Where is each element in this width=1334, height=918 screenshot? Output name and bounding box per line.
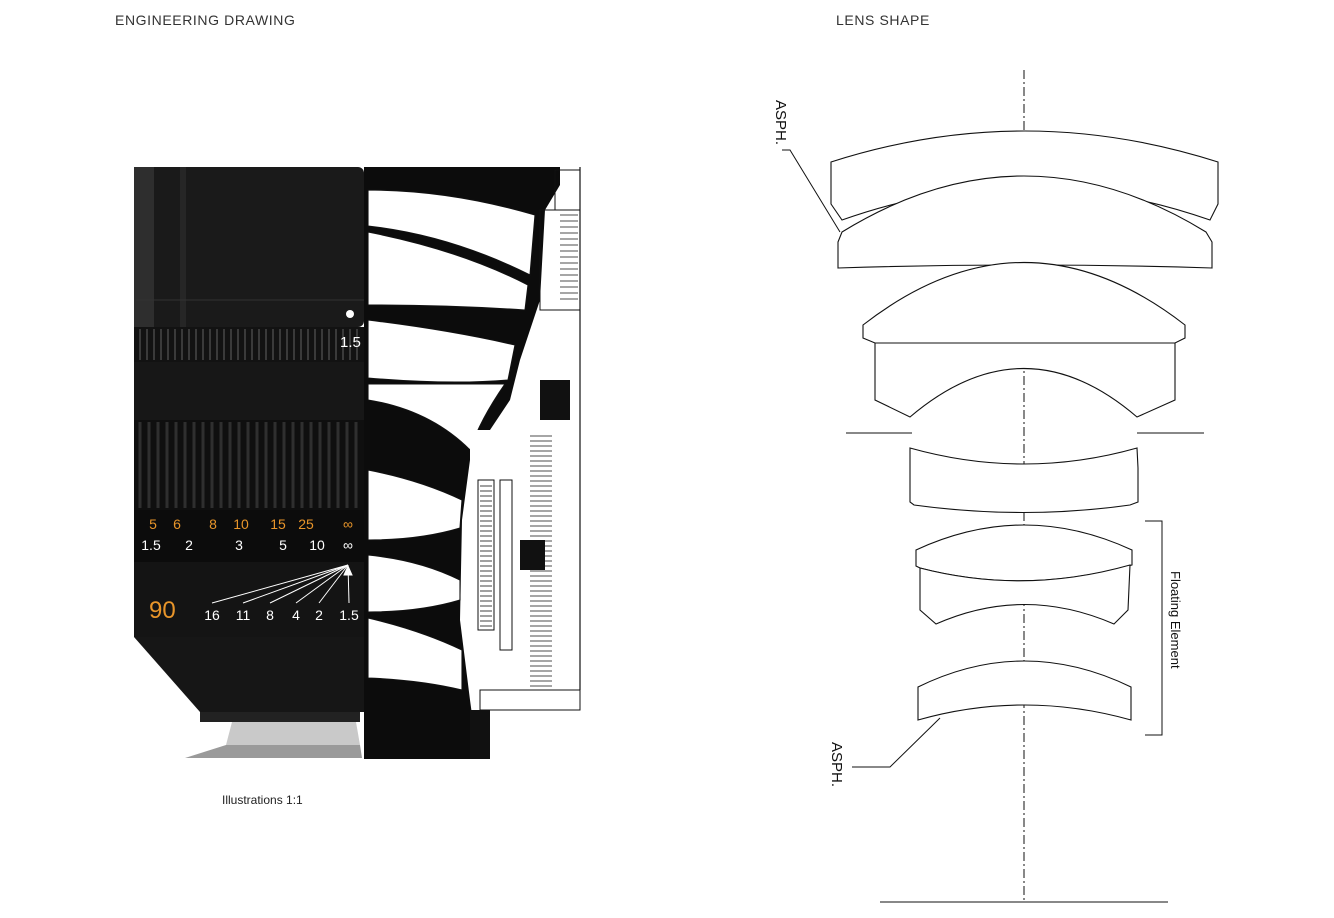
floating-element-bracket	[1145, 520, 1163, 736]
distance-m-mark: ∞	[343, 537, 353, 553]
distance-m-mark: 3	[235, 537, 243, 553]
lens-element-3	[862, 261, 1186, 344]
lens-element-4	[874, 342, 1176, 418]
distance-m-mark: 2	[185, 537, 193, 553]
aperture-index-dot	[346, 310, 354, 318]
distance-ft-mark: 6	[173, 516, 181, 532]
dof-mark: 11	[236, 607, 251, 623]
dof-line	[242, 564, 349, 604]
dof-line	[295, 564, 349, 604]
asph-label-top: ASPH.	[772, 100, 789, 145]
focus-index-triangle	[343, 564, 353, 576]
dof-mark: 2	[315, 607, 323, 623]
dof-mark: 4	[292, 607, 300, 623]
aperture-value: 1.5	[340, 334, 361, 351]
lens-mount	[226, 722, 360, 745]
distance-ft-mark: 8	[209, 516, 217, 532]
distance-ft-mark: ∞	[343, 516, 353, 532]
distance-m-mark: 1.5	[141, 537, 161, 553]
distance-m-mark: 5	[279, 537, 287, 553]
lens-element-8-asph	[917, 660, 1132, 721]
lens-barrel-photo	[134, 167, 364, 758]
lens-shape-heading: LENS SHAPE	[836, 12, 930, 28]
distance-scale-band	[134, 510, 364, 562]
focal-length-label: 90	[149, 597, 176, 624]
lens-shape-diagram	[782, 70, 1219, 903]
dof-mark: 8	[266, 607, 274, 623]
dof-line	[269, 564, 349, 604]
barrel-top	[134, 167, 364, 327]
dof-line	[211, 564, 349, 604]
engineering-drawing-heading: ENGINEERING DRAWING	[115, 12, 296, 28]
distance-ft-mark: 25	[298, 516, 314, 532]
dof-line	[318, 564, 349, 604]
illustration-scale-caption: Illustrations 1:1	[222, 793, 303, 807]
distance-ft-mark: 15	[270, 516, 286, 532]
lens-element-2-asph	[837, 175, 1213, 269]
distance-m-mark: 10	[309, 537, 325, 553]
dof-mark: 16	[204, 607, 220, 623]
asph-label-bottom: ASPH.	[828, 742, 845, 787]
aperture-ring[interactable]	[134, 327, 364, 362]
lens-element-5	[909, 447, 1139, 514]
dof-mark: 1.5	[339, 607, 359, 623]
asph-leader-bottom	[852, 717, 941, 768]
floating-element-label: Floating Element	[1168, 571, 1183, 669]
lens-element-7	[919, 564, 1131, 625]
distance-ft-mark: 5	[149, 516, 157, 532]
cutaway-cross-section	[364, 167, 581, 759]
distance-ft-mark: 10	[233, 516, 249, 532]
asph-leader-top	[782, 149, 841, 233]
